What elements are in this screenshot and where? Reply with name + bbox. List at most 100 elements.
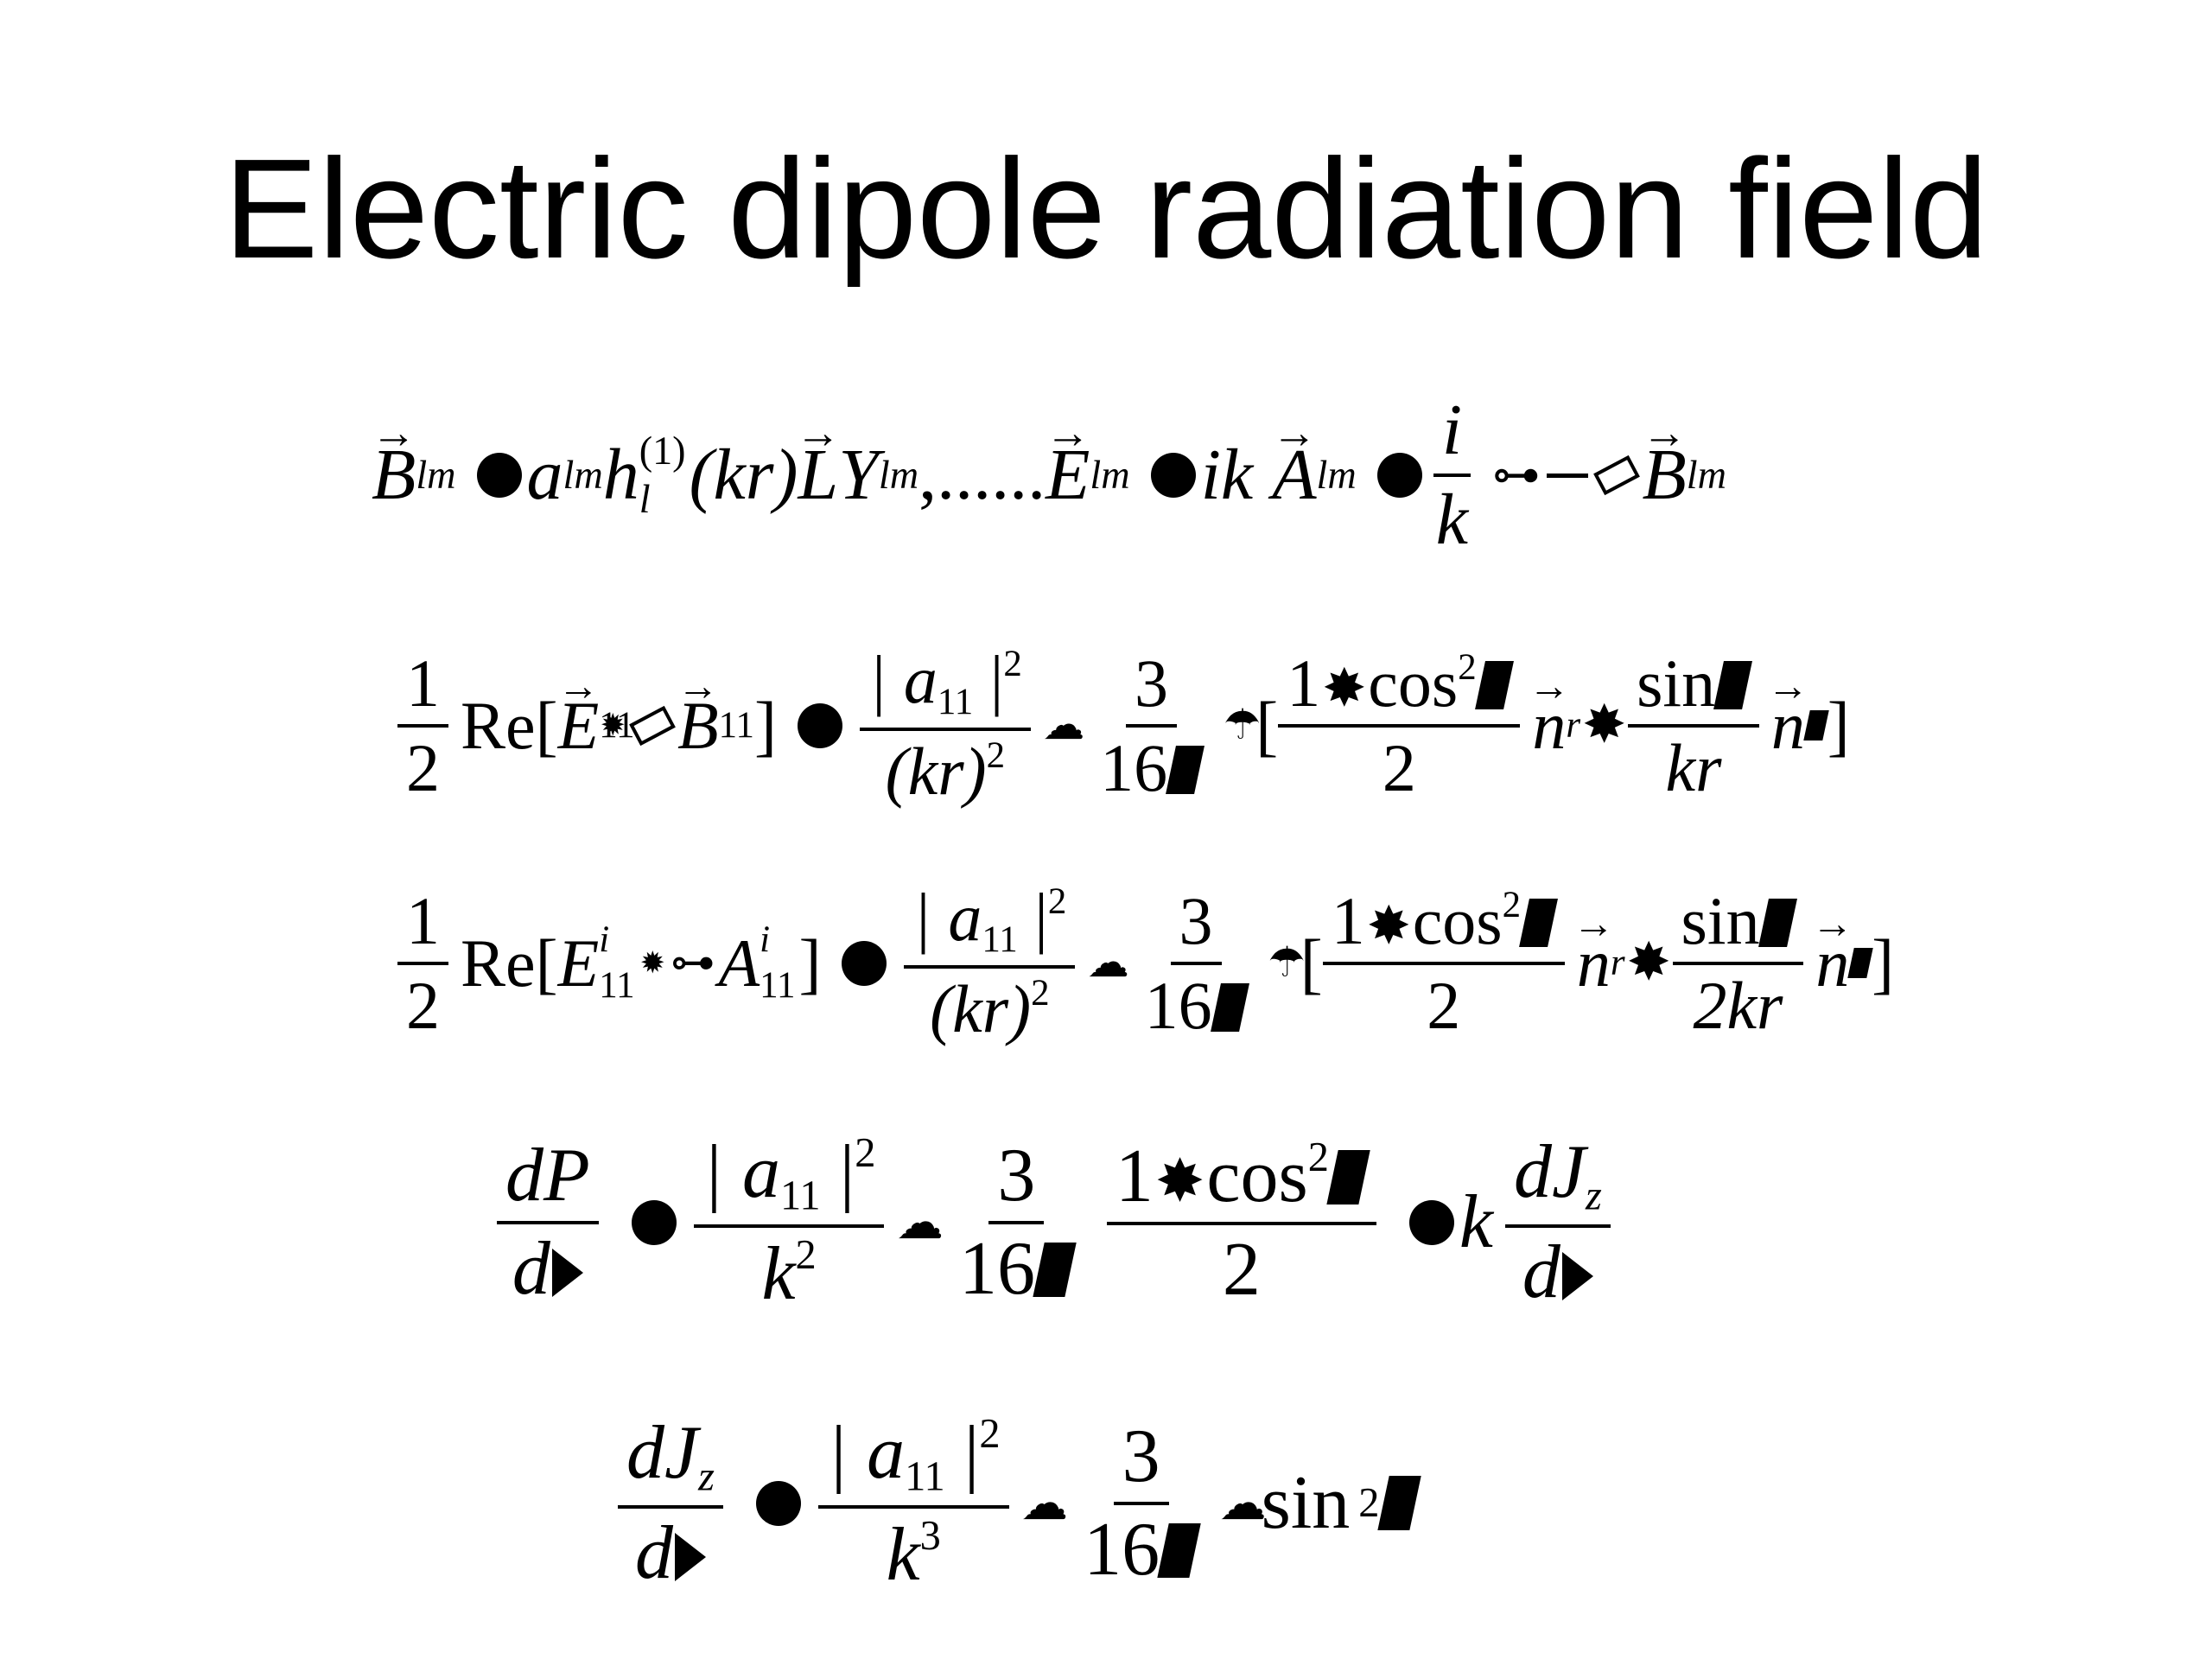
fraction-amplitude: | a11 |2 (kr)2 [859, 643, 1031, 806]
square: 2 [986, 735, 1006, 777]
theta-glyph [1519, 898, 1558, 947]
numerator: sin [1628, 650, 1759, 728]
dJ: dJ [626, 1411, 699, 1496]
numerator: 3 [988, 1138, 1045, 1224]
subscript-r: r [1566, 704, 1581, 746]
fraction-3-over-16pi: 3 16 [1075, 1419, 1207, 1588]
E-vector: E [558, 692, 600, 760]
equals-bullet [842, 941, 887, 986]
denominator: 2 [406, 730, 440, 805]
one: 1 [1115, 1134, 1154, 1218]
equals-bullet [631, 1200, 677, 1245]
n-r-vector: n [1577, 930, 1611, 997]
dJ: dJ [1513, 1130, 1586, 1215]
bracket-open: [ [1300, 925, 1323, 1001]
burst-icon: ✸ [1582, 696, 1627, 754]
denominator: k3 [878, 1509, 950, 1593]
subscript-lm: lm [563, 452, 603, 497]
square: 2 [1031, 973, 1050, 1014]
fraction-3-over-16pi: 3 16 [950, 1138, 1083, 1307]
speaker-icon [674, 1533, 706, 1582]
square: 2 [1307, 1135, 1329, 1181]
speaker-icon [551, 1249, 583, 1298]
subscript-11: 11 [718, 704, 754, 746]
B-vector: B [1642, 439, 1686, 512]
denominator: d [1514, 1228, 1602, 1311]
equals-bullet [755, 1481, 801, 1526]
denominator-kr: kr [1665, 730, 1722, 805]
denominator: d [626, 1509, 715, 1592]
square: 2 [1047, 880, 1067, 922]
sub-11: 11 [599, 965, 635, 1006]
equals-bullet [1150, 453, 1196, 498]
subscript-lm: lm [1090, 452, 1130, 497]
bracket-close: ] [1827, 688, 1850, 763]
d: d [512, 1227, 550, 1311]
equation-poynting-average: 1 2 Re[ E11 ✹ B11 ] | a11 |2 (kr)2 ☁ 3 1… [397, 631, 1850, 821]
equation-power-distribution: dP d | a11 |2 k2 ☁ 3 16 1✸cos2 2 k dJz d [497, 1123, 1623, 1322]
square: 2 [979, 1411, 1001, 1458]
key-icon: ⊶ [1492, 448, 1541, 502]
square: 2 [1003, 643, 1022, 684]
denominator: 2 [406, 968, 440, 1043]
subscript-lm: lm [1686, 452, 1726, 497]
sixteen: 16 [1084, 1508, 1160, 1592]
bracket-open: [ [1255, 688, 1279, 763]
fraction-one-plus-cos: 1✸cos2 2 [1278, 647, 1521, 805]
re-open: Re[ [461, 925, 558, 1001]
A-vector: A [1272, 439, 1316, 512]
numerator: dJz [618, 1415, 723, 1509]
pi-glyph [1157, 1523, 1201, 1579]
cos: cos [1206, 1134, 1308, 1218]
equals-bullet [1376, 453, 1422, 498]
cloud-icon: ☁ [896, 1195, 944, 1249]
numerator: 1✸cos2 [1106, 1134, 1376, 1225]
umbrella-icon: ☂ [1268, 939, 1306, 986]
numerator: sin [1672, 887, 1804, 965]
burst-icon: ✸ [1626, 933, 1671, 992]
cube: 3 [919, 1512, 941, 1559]
subscript-11: 11 [779, 1173, 821, 1219]
cos: cos [1368, 645, 1459, 721]
one: 1 [1331, 883, 1365, 958]
equals-bullet [476, 453, 522, 498]
re-close: ] [798, 925, 822, 1001]
fraction-sin-over-kr: sin kr [1628, 650, 1759, 802]
sixteen: 16 [1100, 730, 1168, 805]
numerator: 3 [1113, 1419, 1169, 1505]
subscript-z: z [1586, 1173, 1602, 1219]
subscript-lm: lm [1316, 452, 1357, 497]
hankel-sup: (1) [639, 428, 686, 473]
denominator: 16 [1136, 965, 1256, 1039]
square: 2 [1458, 647, 1477, 689]
subscript-11: 11 [982, 918, 1018, 960]
speaker-icon [1561, 1252, 1593, 1301]
denominator: 16 [1091, 728, 1211, 802]
k: k [761, 1231, 796, 1316]
abs-a: | a [868, 641, 938, 717]
fraction-i-over-k: i k [1427, 394, 1477, 556]
ik: ik [1200, 435, 1254, 515]
denominator-2kr: 2kr [1693, 968, 1783, 1043]
abs-a: | a [702, 1130, 780, 1215]
key-icon: ⊶ [671, 938, 715, 988]
denominator: 16 [1075, 1505, 1207, 1588]
numerator: | a11 |2 [904, 880, 1076, 969]
denominator: 2 [1382, 730, 1416, 805]
numerator: | a11 |2 [817, 1411, 1009, 1509]
equals-bullet [797, 703, 842, 748]
B-vector: B [677, 692, 719, 760]
denominator: d [504, 1224, 592, 1307]
fraction-dP-dOmega: dP d [497, 1138, 599, 1307]
sub-11: 11 [760, 965, 796, 1006]
theta-glyph [1758, 898, 1797, 947]
fraction-one-plus-cos: 1✸cos2 2 [1106, 1134, 1376, 1308]
sin: sin [1261, 1461, 1351, 1545]
equation-angular-momentum-distribution: dJz d | a11 |2 k3 ☁ 3 16 ☁ sin 2 [618, 1404, 1421, 1603]
n-r-vector: n [1532, 692, 1566, 760]
sixteen: 16 [958, 1227, 1035, 1311]
re-close: ] [753, 688, 777, 763]
coefficient-a: a [526, 435, 563, 515]
